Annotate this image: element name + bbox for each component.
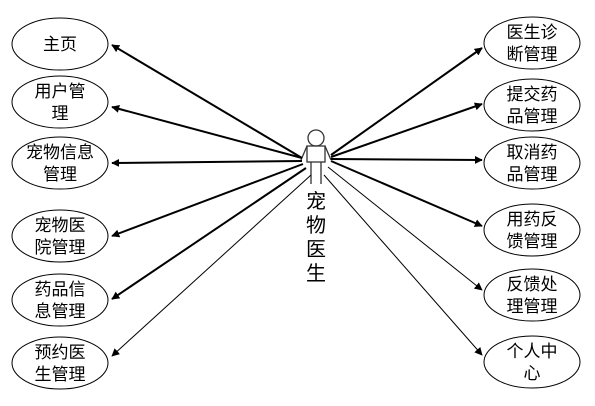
usecase-label-line: 心 xyxy=(524,364,541,384)
usecase-ellipse xyxy=(483,16,581,70)
actor-label-line-4: 生 xyxy=(306,261,326,285)
usecase-home: 主页 xyxy=(11,17,109,71)
arrow-to-user-mgmt xyxy=(111,105,303,159)
usecase-ellipse xyxy=(11,336,109,390)
arrow-to-feedback-handle-mgmt xyxy=(327,166,483,291)
actor-body xyxy=(306,145,326,163)
actor-head xyxy=(307,129,325,147)
usecase-ellipse xyxy=(11,75,109,129)
usecase-ellipse xyxy=(11,17,109,71)
usecase-label-line: 取消药 xyxy=(507,143,558,163)
usecase-label-line: 管理 xyxy=(43,165,77,185)
usecase-label-line: 馈管理 xyxy=(507,232,558,252)
usecase-label-line: 主页 xyxy=(43,35,77,55)
usecase-ellipse xyxy=(483,78,581,132)
usecase-label-line: 医生诊 xyxy=(507,23,558,43)
usecase-label-line: 预约医 xyxy=(35,343,86,363)
arrow-to-pet-hospital-mgmt xyxy=(111,163,304,238)
usecase-label-line: 个人中 xyxy=(507,342,558,362)
arrow-to-home xyxy=(111,44,303,159)
association-arrows xyxy=(111,44,483,357)
arrow-to-drug-info-mgmt xyxy=(111,167,307,300)
usecase-label-line: 用药反 xyxy=(507,210,558,230)
arrow-to-cancel-drug-mgmt xyxy=(330,155,483,164)
arrow-to-personal-center xyxy=(323,174,483,356)
usecase-ellipse xyxy=(483,335,581,389)
arrow-to-submit-drug-mgmt xyxy=(330,102,483,158)
actor-label-line-3: 医 xyxy=(306,237,326,261)
usecase-label-line: 断管理 xyxy=(507,45,558,65)
usecase-label-line: 院管理 xyxy=(35,238,86,258)
actor-right-arm xyxy=(324,145,332,161)
usecase-ellipse xyxy=(483,268,581,322)
actor-label-line-2: 物 xyxy=(306,213,326,237)
usecase-label-line: 理管理 xyxy=(507,297,558,317)
usecase-label-line: 提交药 xyxy=(507,85,558,105)
arrow-to-pet-info-mgmt xyxy=(111,158,303,167)
usecase-ellipse xyxy=(483,203,581,257)
usecase-label-line: 反馈处 xyxy=(507,275,558,295)
usecase-label-line: 理 xyxy=(52,104,69,124)
usecase-ellipse xyxy=(11,209,109,263)
usecase-label-line: 用户管 xyxy=(35,82,86,102)
usecase-label-line: 宠物医 xyxy=(35,216,86,236)
arrow-to-diagnosis-mgmt xyxy=(330,47,483,156)
actor-label-line-1: 宠 xyxy=(306,189,326,213)
actor-pet-doctor: 宠 物 医 生 xyxy=(300,129,332,285)
usecase-label-line: 宠物信息 xyxy=(26,143,94,163)
arrow-to-drug-feedback-mgmt xyxy=(330,160,483,227)
usecase-label-line: 品管理 xyxy=(507,107,558,127)
use-cases: 主页用户管理宠物信息管理宠物医院管理药品信息管理预约医生管理医生诊断管理提交药品… xyxy=(11,16,581,390)
usecase-label-line: 药品信 xyxy=(35,280,86,300)
usecase-ellipse xyxy=(11,273,109,327)
usecase-ellipse xyxy=(483,136,581,190)
usecase-label-line: 息管理 xyxy=(35,302,86,322)
usecase-label-line: 品管理 xyxy=(507,165,558,185)
arrow-to-appointment-mgmt xyxy=(111,174,312,357)
usecase-ellipse xyxy=(11,136,109,190)
usecase-label-line: 生管理 xyxy=(35,365,86,385)
